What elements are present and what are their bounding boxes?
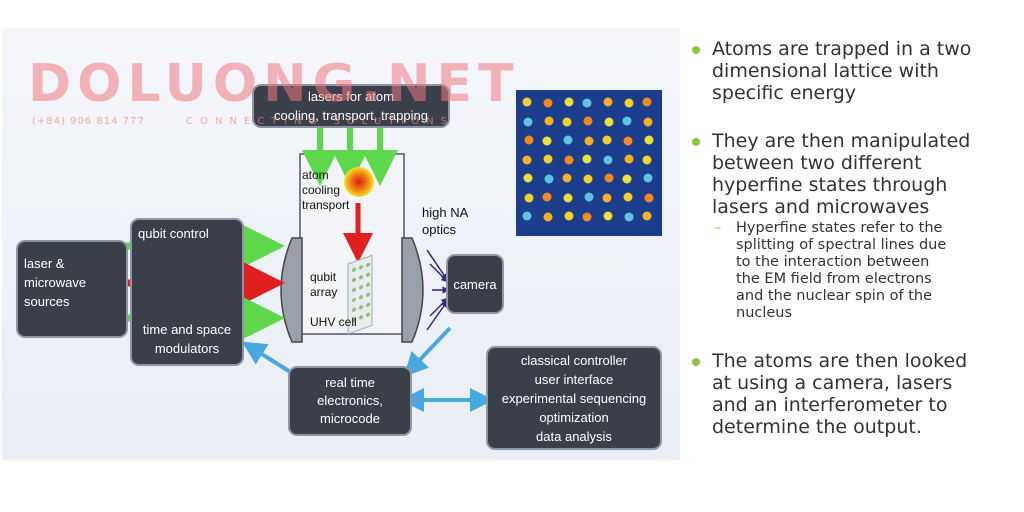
watermark-tagline: CONNECTING SOLUTIONS bbox=[186, 116, 454, 127]
modulators-label: time and space modulators bbox=[142, 322, 232, 356]
electronics-to-modulators-arrow bbox=[241, 341, 294, 375]
watermark-phone: (+84) 906 814 777 bbox=[32, 116, 145, 127]
bullet-list: Atoms are trapped in a two dimensional l… bbox=[690, 38, 1020, 438]
qubit-array-grid bbox=[347, 254, 373, 335]
lasers-box: lasers for atom cooling, transport, trap… bbox=[252, 84, 450, 128]
lattice-atom bbox=[624, 212, 634, 222]
qubit-array-label: qubit array bbox=[310, 270, 338, 299]
bullet-1: Atoms are trapped in a two dimensional l… bbox=[690, 38, 1020, 104]
lattice-atom bbox=[523, 117, 533, 127]
lattice-atom bbox=[584, 192, 594, 202]
bullet-3: The atoms are then looked at using a cam… bbox=[690, 350, 1020, 438]
lattice-atom bbox=[644, 135, 654, 145]
dash-icon: – bbox=[714, 220, 722, 236]
classical-controller-box: classical controller user interface expe… bbox=[486, 346, 662, 450]
lattice-atom bbox=[582, 154, 592, 164]
lattice-atom bbox=[584, 136, 594, 146]
lattice-atom bbox=[524, 135, 534, 145]
lattice-atom bbox=[642, 97, 652, 107]
lattice-atom bbox=[623, 136, 633, 146]
lattice-atom bbox=[562, 117, 572, 127]
lattice-atom bbox=[563, 135, 573, 145]
lattice-atom bbox=[544, 116, 554, 126]
qubit-control-label: qubit control bbox=[138, 226, 209, 241]
camera-to-electronics-arrow bbox=[403, 326, 452, 377]
lattice-atom bbox=[624, 98, 634, 108]
lattice-atom bbox=[523, 173, 533, 183]
lattice-atom bbox=[622, 116, 632, 126]
bullet-dot-icon bbox=[692, 358, 700, 366]
lattice-atom bbox=[563, 193, 573, 203]
lattice-atom bbox=[542, 136, 552, 146]
lattice-atom bbox=[582, 212, 592, 222]
lattice-atom bbox=[642, 211, 652, 221]
atom-cloud bbox=[344, 167, 374, 197]
lattice-atom bbox=[604, 117, 614, 127]
lattice-atom bbox=[603, 155, 613, 165]
lattice-atom bbox=[583, 174, 593, 184]
right-lens bbox=[401, 237, 424, 343]
lattice-atom bbox=[564, 97, 574, 107]
atom-cooling-transport-label: atom cooling transport bbox=[302, 168, 350, 212]
electronics-box: real time electronics, microcode bbox=[288, 366, 412, 436]
lattice-atom bbox=[602, 193, 612, 203]
lattice-atom bbox=[522, 155, 532, 165]
lattice-atom bbox=[642, 155, 652, 165]
lattice-atom bbox=[522, 211, 532, 221]
lattice-atom bbox=[542, 192, 552, 202]
camera-box: camera bbox=[446, 254, 504, 314]
lattice-atom bbox=[603, 211, 613, 221]
lattice-atom bbox=[602, 135, 612, 145]
lattice-atom bbox=[583, 116, 593, 126]
bullet-2: They are then manipulated between two di… bbox=[690, 130, 1020, 218]
uhv-cell-label: UHV cell bbox=[310, 315, 357, 329]
high-na-optics-label: high NA optics bbox=[422, 205, 469, 237]
lattice-atom bbox=[604, 173, 614, 183]
diagram-graphics bbox=[112, 126, 494, 412]
bullet-dot-icon bbox=[692, 46, 700, 54]
bullet-dot-icon bbox=[692, 138, 700, 146]
lattice-atom bbox=[562, 173, 572, 183]
lattice-atom bbox=[564, 211, 574, 221]
lattice-atom bbox=[544, 174, 554, 184]
laser-microwave-sources-box: laser & microwave sources bbox=[16, 240, 128, 338]
lattice-atom bbox=[603, 97, 613, 107]
lattice-atom bbox=[524, 193, 534, 203]
lattice-atom bbox=[643, 173, 653, 183]
lattice-atom bbox=[522, 97, 532, 107]
lattice-atom bbox=[564, 155, 574, 165]
lattice-atom bbox=[622, 174, 632, 184]
lattice-atom bbox=[624, 154, 634, 164]
diagram-panel: lasers for atom cooling, transport, trap… bbox=[2, 28, 680, 460]
lattice-atom bbox=[543, 98, 553, 108]
left-lens bbox=[280, 237, 303, 343]
atom-lattice-image bbox=[516, 90, 662, 236]
qubit-control-box: qubit control time and space modulators bbox=[130, 218, 244, 366]
lattice-atom bbox=[543, 154, 553, 164]
watermark-logo: DOLUONG.NET bbox=[28, 54, 520, 114]
lattice-atom bbox=[623, 192, 633, 202]
lattice-atom bbox=[543, 212, 553, 222]
lattice-atom bbox=[643, 117, 653, 127]
lattice-atom bbox=[582, 98, 592, 108]
sub-bullet-hyperfine: – Hyperfine states refer to the splittin… bbox=[714, 220, 947, 321]
lattice-atom bbox=[644, 193, 654, 203]
